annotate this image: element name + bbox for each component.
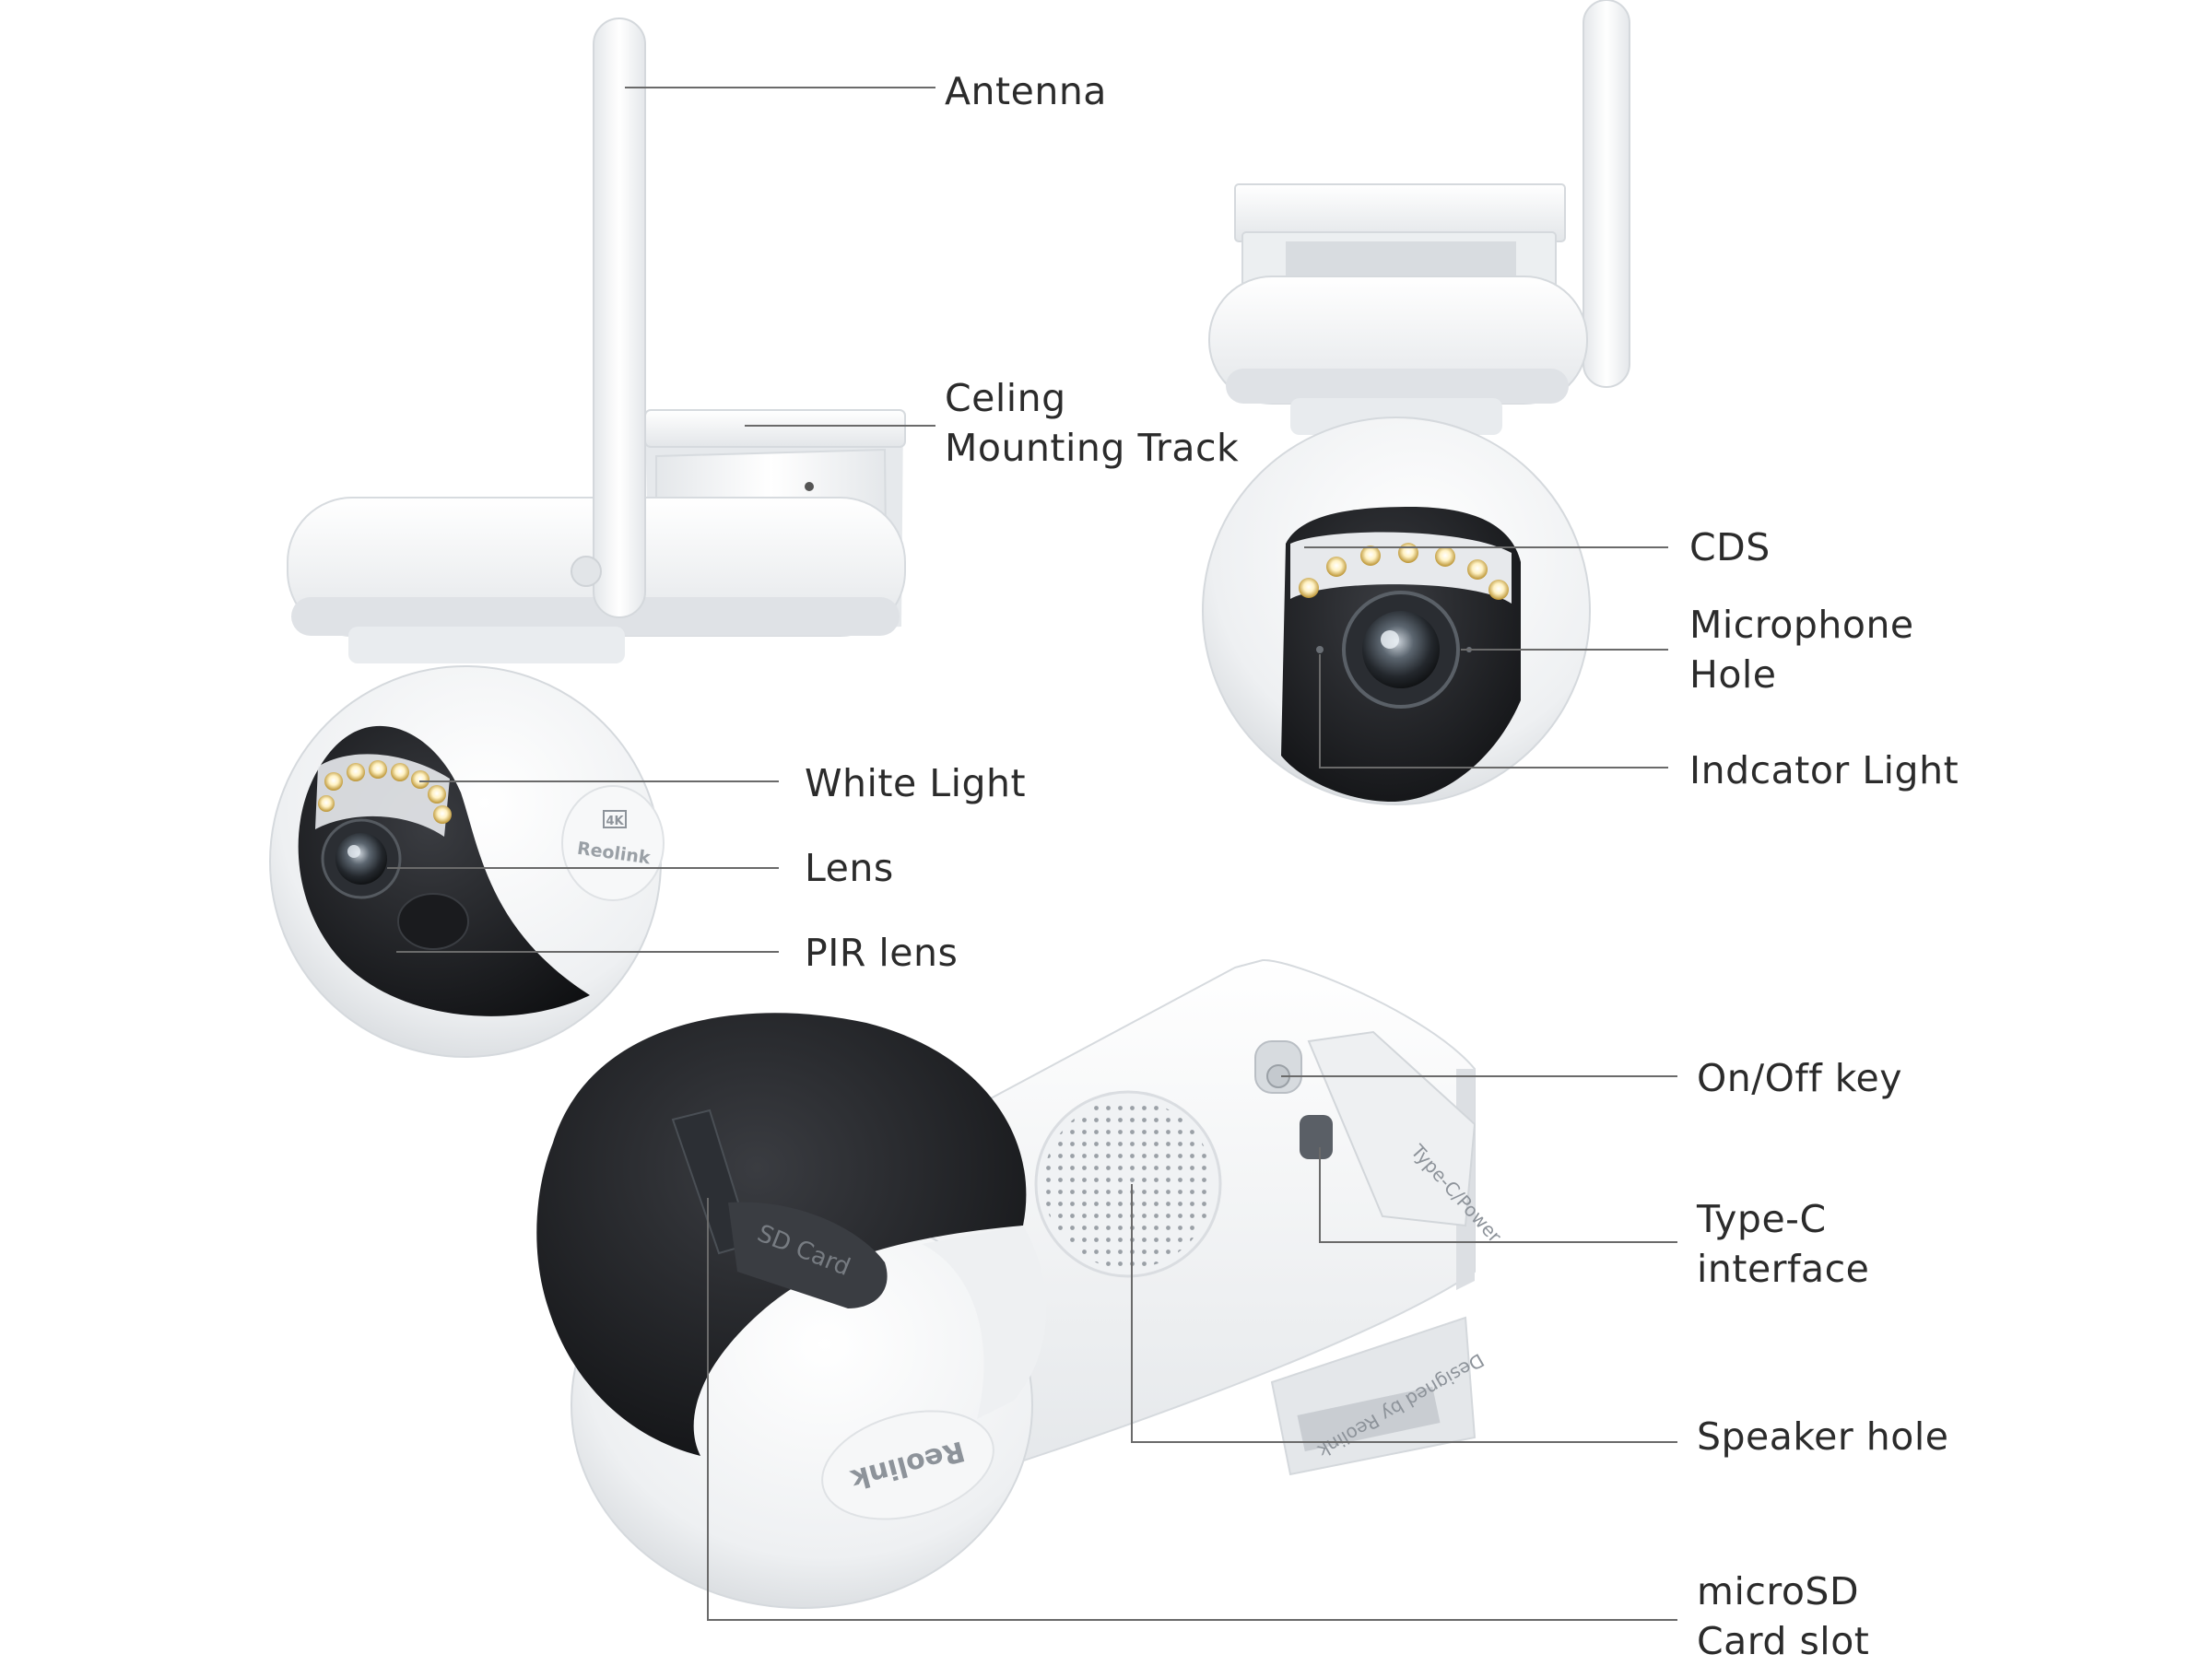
label-microphone-line1: Microphone <box>1689 603 1914 647</box>
label-microphone-hole: Microphone Hole <box>1689 600 1914 699</box>
label-antenna-text: Antenna <box>945 69 1107 113</box>
label-pir-lens-text: PIR lens <box>805 931 959 975</box>
label-white-light: White Light <box>805 758 1026 808</box>
label-type-c-interface: Type-C interface <box>1697 1194 1869 1294</box>
label-type-c-line1: Type-C <box>1697 1197 1827 1241</box>
label-microphone-line2: Hole <box>1689 652 1777 697</box>
label-speaker-hole-text: Speaker hole <box>1697 1414 1949 1459</box>
badge-4k-text: 4K <box>606 815 624 828</box>
label-lens-text: Lens <box>805 846 894 890</box>
label-cds: CDS <box>1689 522 1771 572</box>
label-white-light-text: White Light <box>805 761 1027 805</box>
label-indicator-light-text: Indcator Light <box>1689 748 1959 792</box>
label-ceiling-track-line2: Mounting Track <box>945 426 1240 470</box>
label-type-c-line2: interface <box>1697 1247 1870 1291</box>
leader-lines <box>387 87 1677 1621</box>
label-antenna: Antenna <box>945 66 1107 116</box>
label-cds-text: CDS <box>1689 525 1771 569</box>
leader-microsd <box>707 1198 1677 1621</box>
leader-speaker-hole <box>1131 1184 1677 1443</box>
camera-bottom-view: Type-C/Power Designed by Reolink SD Card… <box>536 958 1507 1609</box>
label-microsd-line2: Card slot <box>1697 1619 1870 1663</box>
label-ceiling-track-line1: Celing <box>945 376 1066 420</box>
camera-side-view: 4K Reolink <box>269 18 906 1058</box>
label-microsd-line1: microSD <box>1697 1569 1860 1613</box>
leader-indicator-light <box>1319 654 1668 768</box>
label-on-off-key-text: On/Off key <box>1697 1056 1903 1100</box>
label-pir-lens: PIR lens <box>805 928 958 978</box>
label-lens: Lens <box>805 843 894 893</box>
label-ceiling-track: Celing Mounting Track <box>945 373 1239 473</box>
label-microsd-card-slot: microSD Card slot <box>1697 1566 1869 1666</box>
camera-front-view <box>1202 0 1630 805</box>
label-speaker-hole: Speaker hole <box>1697 1412 1948 1461</box>
label-on-off-key: On/Off key <box>1697 1053 1902 1103</box>
label-indicator-light: Indcator Light <box>1689 745 1959 795</box>
leader-type-c <box>1319 1147 1677 1243</box>
